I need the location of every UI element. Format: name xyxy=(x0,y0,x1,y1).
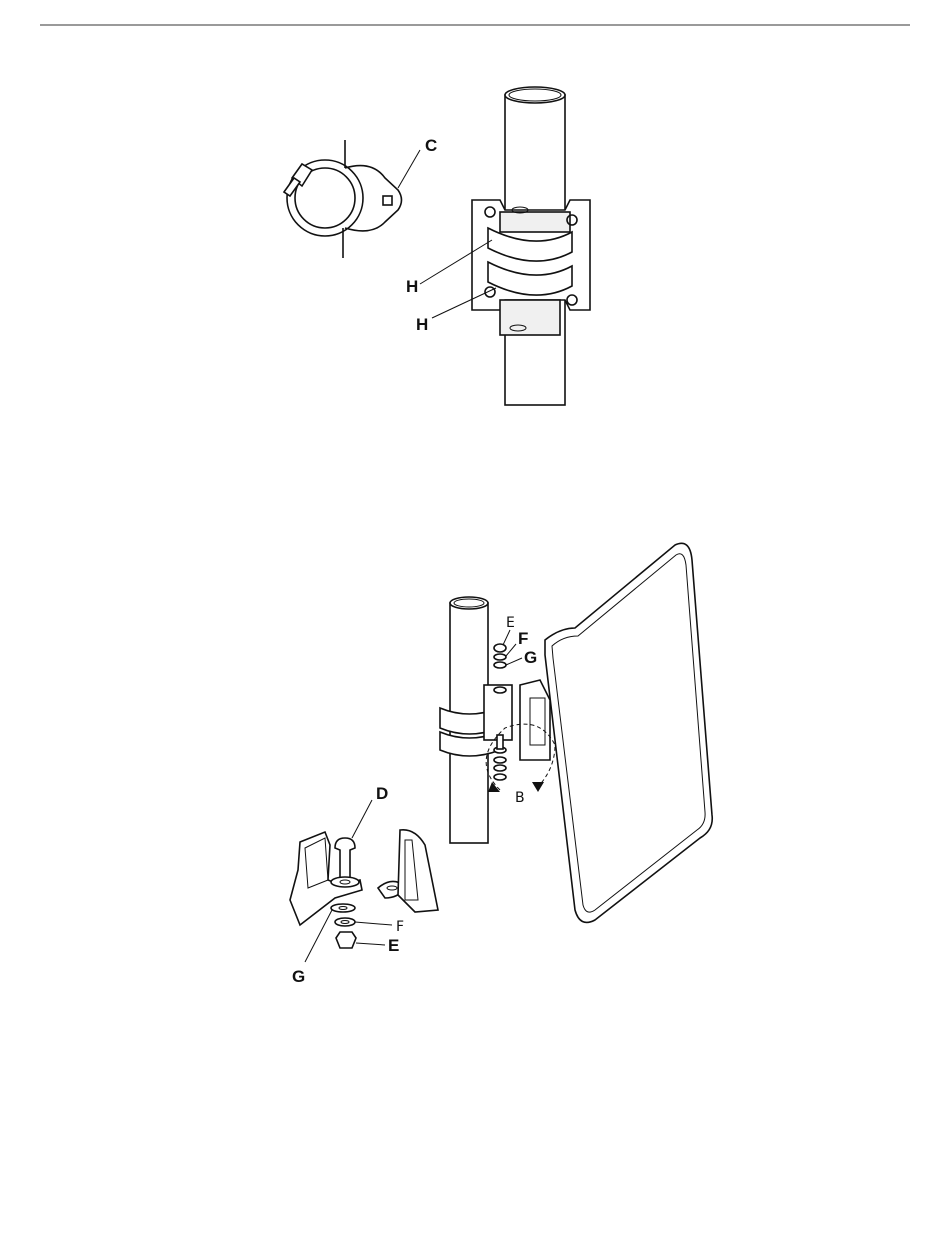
label-h-upper: H xyxy=(406,277,418,296)
label-b: B xyxy=(515,790,525,806)
leader-f-detail xyxy=(355,922,392,925)
label-e-top: E xyxy=(506,615,515,631)
leader-e-detail xyxy=(356,943,385,945)
label-g-top: G xyxy=(524,648,537,667)
leader-g-top xyxy=(506,658,522,665)
label-h-lower: H xyxy=(416,315,428,334)
label-d: D xyxy=(376,784,388,803)
leader-f-top xyxy=(506,644,516,656)
clamp-top-view xyxy=(284,140,402,258)
leader-e-top xyxy=(503,630,510,645)
label-f-top: F xyxy=(518,629,528,648)
label-e-detail: E xyxy=(388,936,399,955)
detail-view xyxy=(290,830,438,948)
leader-c xyxy=(398,150,420,188)
leader-d xyxy=(352,800,372,838)
antenna-panel xyxy=(545,543,712,922)
label-f-detail: F xyxy=(396,919,404,935)
label-g-detail: G xyxy=(292,967,305,986)
label-c: C xyxy=(425,136,437,155)
